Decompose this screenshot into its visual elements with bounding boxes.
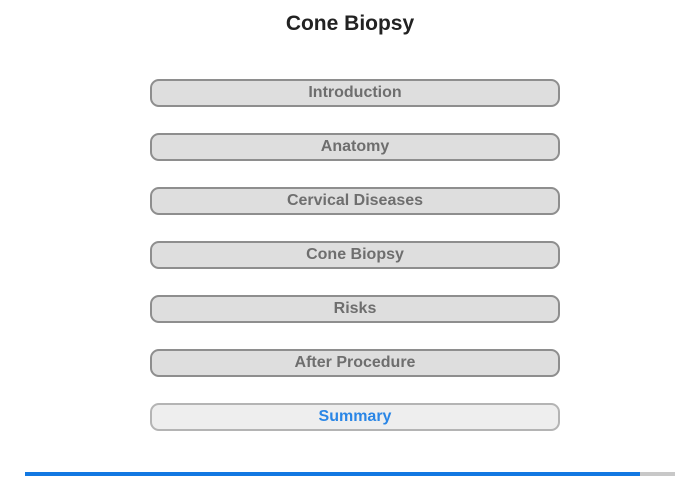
menu-item-after-procedure[interactable]: After Procedure	[150, 349, 560, 377]
menu-item-cervical-diseases[interactable]: Cervical Diseases	[150, 187, 560, 215]
menu-item-anatomy[interactable]: Anatomy	[150, 133, 560, 161]
progress-bar	[25, 472, 675, 476]
menu-item-risks[interactable]: Risks	[150, 295, 560, 323]
menu-item-cone-biopsy[interactable]: Cone Biopsy	[150, 241, 560, 269]
chapter-menu: Introduction Anatomy Cervical Diseases C…	[150, 79, 560, 457]
menu-item-summary[interactable]: Summary	[150, 403, 560, 431]
progress-bar-fill	[25, 472, 640, 476]
menu-item-introduction[interactable]: Introduction	[150, 79, 560, 107]
page-title: Cone Biopsy	[285, 12, 415, 35]
